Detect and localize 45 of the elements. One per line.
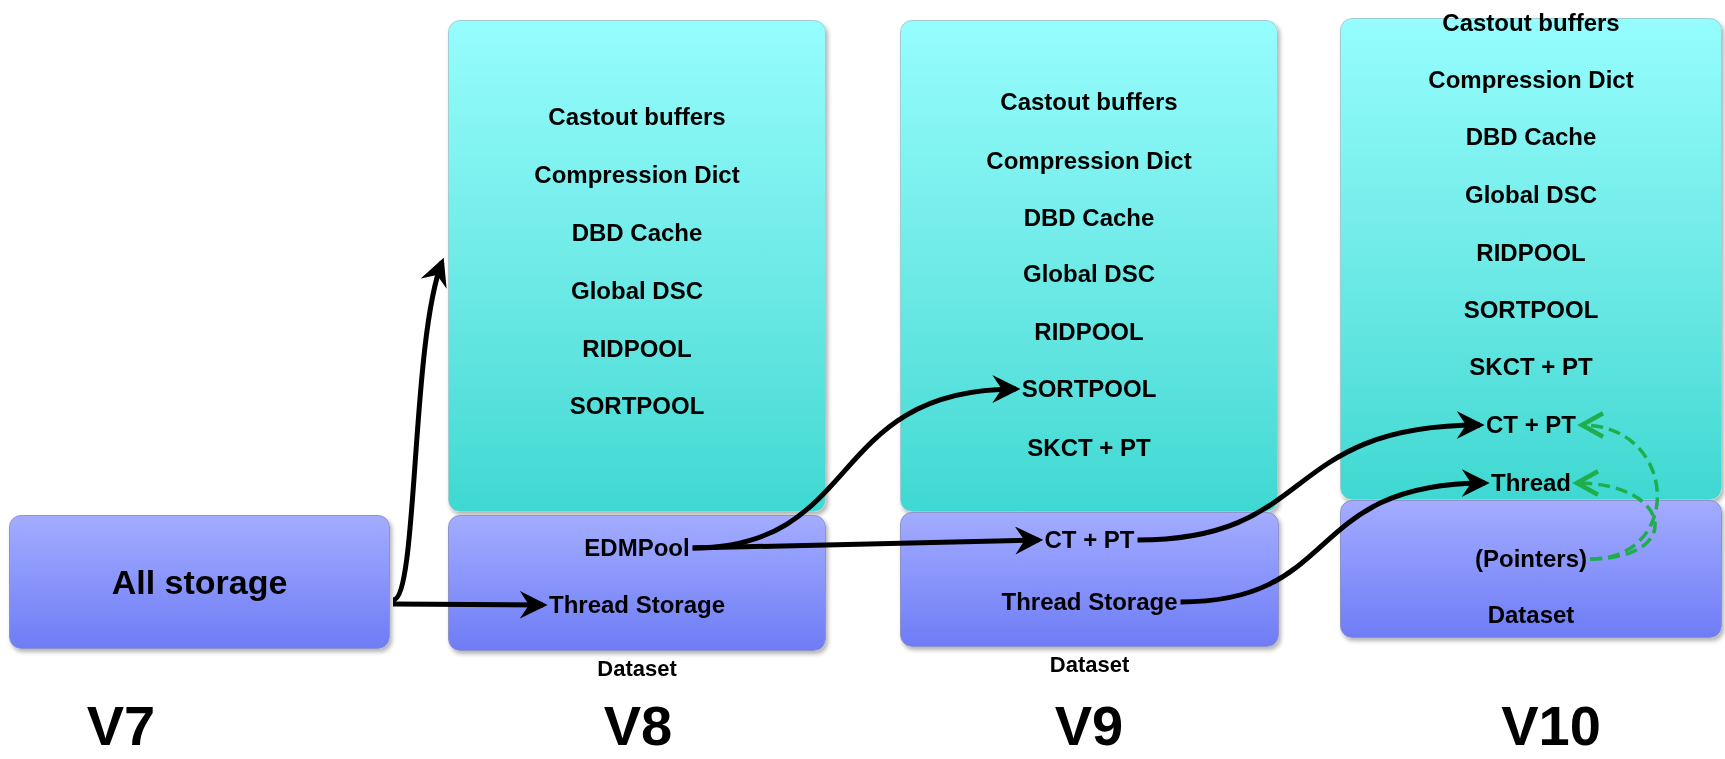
pool-label: CT + PT <box>1486 411 1576 439</box>
memory-region-box <box>900 20 1278 512</box>
pool-label: Castout buffers <box>1000 88 1178 116</box>
pool-label: SKCT + PT <box>1469 353 1593 381</box>
pool-label: DBD Cache <box>1465 123 1597 151</box>
dataset-caption: Dataset <box>1049 651 1130 679</box>
pool-label: Compression Dict <box>1428 66 1634 94</box>
pool-label: Castout buffers <box>548 103 726 131</box>
version-label: V8 <box>603 694 673 758</box>
arrow <box>692 526 1044 555</box>
storage-label: All storage <box>111 561 288 603</box>
pool-label: SKCT + PT <box>1027 434 1151 462</box>
pool-label: EDMPool <box>584 534 690 562</box>
pool-label: Thread Storage <box>1001 588 1178 616</box>
pool-label: RIDPOOL <box>582 335 692 363</box>
arrow <box>1180 470 1490 605</box>
pool-label: Castout buffers <box>1442 9 1620 37</box>
pool-label: SORTPOOL <box>1021 375 1157 403</box>
version-label: V7 <box>86 694 156 758</box>
pool-label: RIDPOOL <box>1034 318 1144 346</box>
pool-label: (Pointers) <box>1475 545 1587 573</box>
version-label: V9 <box>1054 694 1124 758</box>
pool-label: Compression Dict <box>986 147 1192 175</box>
arrow <box>393 590 548 619</box>
pool-label: Thread Storage <box>549 591 725 619</box>
pool-label: SORTPOOL <box>1463 296 1599 324</box>
pool-label: Global DSC <box>1465 181 1597 209</box>
storage-pool-box <box>1340 500 1722 638</box>
pool-label: Dataset <box>1487 601 1575 629</box>
pool-label: DBD Cache <box>1023 204 1155 232</box>
pool-label: Thread <box>1491 469 1571 497</box>
pool-label: Compression Dict <box>534 161 740 189</box>
dataset-caption: Dataset <box>597 655 677 683</box>
pool-label: CT + PT <box>1044 526 1135 554</box>
storage-box <box>9 515 390 649</box>
version-label: V10 <box>1501 694 1601 758</box>
pool-label: Global DSC <box>571 277 703 305</box>
arrow <box>1574 470 1657 561</box>
pool-label: Global DSC <box>1023 260 1155 288</box>
arrow <box>1137 412 1485 543</box>
pool-label: DBD Cache <box>571 219 703 247</box>
memory-region-box <box>448 20 826 512</box>
pool-label: SORTPOOL <box>569 392 705 420</box>
pool-label: RIDPOOL <box>1476 239 1586 267</box>
arrow <box>391 257 449 602</box>
